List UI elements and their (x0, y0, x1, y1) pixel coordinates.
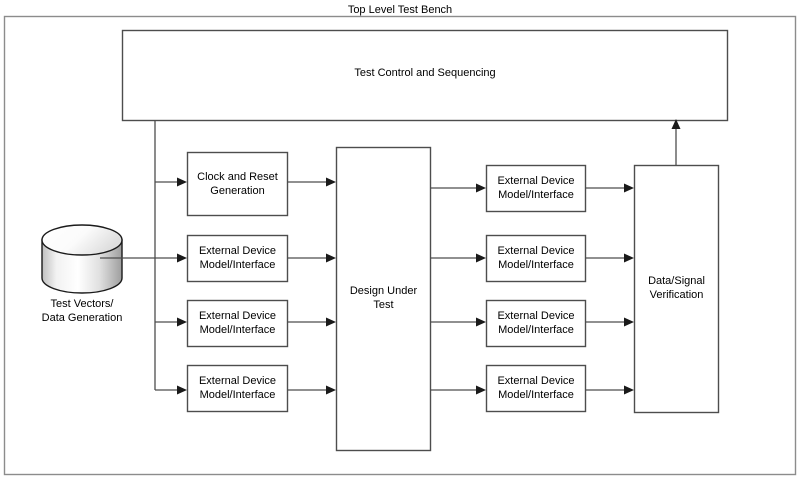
verification-box (633, 164, 720, 414)
arrowhead-left-ext-3 (177, 385, 187, 395)
arrowhead-right-ext-4 (476, 385, 486, 395)
right-ext-box-4 (485, 364, 587, 413)
diagram-title: Top Level Test Bench (347, 4, 453, 16)
right-ext-box-3 (485, 299, 587, 348)
arrowhead-dut-in-2 (326, 253, 336, 263)
right-ext-box-2 (485, 234, 587, 283)
arrowhead-clock-reset (177, 177, 187, 187)
test-vectors-cylinder (41, 224, 123, 294)
arrowhead-verification-in-3 (624, 317, 634, 327)
arrowhead-verification-in-2 (624, 253, 634, 263)
dut-box (335, 146, 432, 452)
arrowhead-dut-in-3 (326, 317, 336, 327)
arrowhead-verification-in-1 (624, 183, 634, 193)
arrowhead-dut-in-1 (326, 177, 336, 187)
arrowhead-verification-in-4 (624, 385, 634, 395)
arrowhead-right-ext-3 (476, 317, 486, 327)
left-ext-box-3 (186, 364, 289, 413)
left-ext-box-1 (186, 234, 289, 283)
test-control-box (121, 29, 729, 122)
clock-reset-box (186, 151, 289, 217)
arrowhead-control-in (671, 119, 681, 129)
right-ext-box-1 (485, 164, 587, 213)
arrowhead-right-ext-2 (476, 253, 486, 263)
outer-frame (3, 15, 797, 476)
arrowhead-left-ext-2 (177, 317, 187, 327)
arrowhead-right-ext-1 (476, 183, 486, 193)
left-ext-box-2 (186, 299, 289, 348)
arrowhead-left-ext-1 (177, 253, 187, 263)
arrowhead-dut-in-4 (326, 385, 336, 395)
